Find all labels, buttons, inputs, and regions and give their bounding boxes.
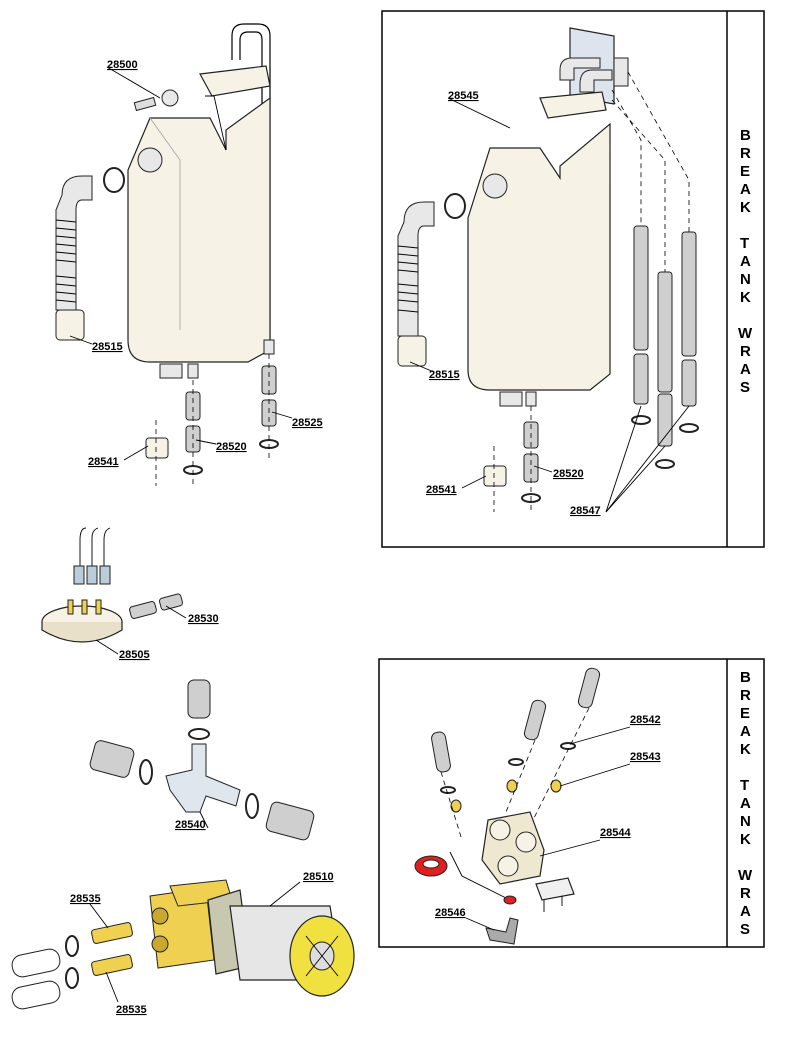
side-letter: K	[740, 199, 751, 216]
label-28540: 28540	[175, 819, 206, 831]
label-28535-bottom: 28535	[116, 1004, 147, 1016]
tee-fitting-group	[89, 679, 315, 841]
side-letter: N	[740, 271, 751, 288]
side-letter: R	[740, 687, 751, 704]
label-28541-right: 28541	[426, 484, 457, 496]
label-28520-left: 28520	[216, 441, 247, 453]
corrugation	[55, 219, 77, 303]
side-panel-text-top: B R E A K T A N K W R A S	[738, 127, 753, 396]
side-letter: A	[740, 795, 751, 812]
label-28520-right: 28520	[553, 468, 584, 480]
label-28543: 28543	[630, 751, 661, 763]
label-28547: 28547	[570, 505, 601, 517]
label-28541-left: 28541	[88, 456, 119, 468]
side-letter: R	[740, 343, 751, 360]
side-letter: W	[738, 867, 753, 884]
side-letter: E	[740, 163, 750, 180]
label-28500: 28500	[107, 59, 138, 71]
side-panel-text-bottom: B R E A K T A N K W R A S	[738, 669, 753, 938]
side-letter: A	[740, 723, 751, 740]
label-28510: 28510	[303, 871, 334, 883]
side-letter: K	[740, 831, 751, 848]
break-tank-wras-panel-bottom	[378, 658, 765, 948]
side-letter: A	[740, 361, 751, 378]
break-tank-wras-panel-top	[381, 10, 765, 548]
side-letter: R	[740, 145, 751, 162]
side-letter: A	[740, 903, 751, 920]
label-28542: 28542	[630, 714, 661, 726]
label-28505: 28505	[119, 649, 150, 661]
label-28515-right: 28515	[429, 369, 460, 381]
side-letter: B	[740, 669, 751, 686]
side-letter: A	[740, 181, 751, 198]
side-letter: N	[740, 813, 751, 830]
side-letter: E	[740, 705, 750, 722]
label-28530: 28530	[188, 613, 219, 625]
label-28546: 28546	[435, 907, 466, 919]
label-28535-top: 28535	[70, 893, 101, 905]
label-28545: 28545	[448, 90, 479, 102]
side-letter: R	[740, 885, 751, 902]
side-letter: T	[740, 777, 749, 794]
side-letter: S	[740, 921, 750, 938]
part-labels: 28500 28515 28541 28520 28525 28545 2851…	[70, 59, 661, 1016]
pressure-switch-group	[41, 527, 187, 655]
label-28515-left: 28515	[92, 341, 123, 353]
side-letter: S	[740, 379, 750, 396]
side-letter: T	[740, 235, 749, 252]
corrugation	[397, 245, 419, 313]
label-28544: 28544	[600, 827, 631, 839]
side-letter: K	[740, 289, 751, 306]
side-letter: W	[738, 325, 753, 342]
break-tank-assembly-left	[55, 23, 293, 486]
side-letter: A	[740, 253, 751, 270]
pump-group	[11, 879, 355, 1010]
label-28525: 28525	[292, 417, 323, 429]
side-letter: K	[740, 741, 751, 758]
side-letter: B	[740, 127, 751, 144]
